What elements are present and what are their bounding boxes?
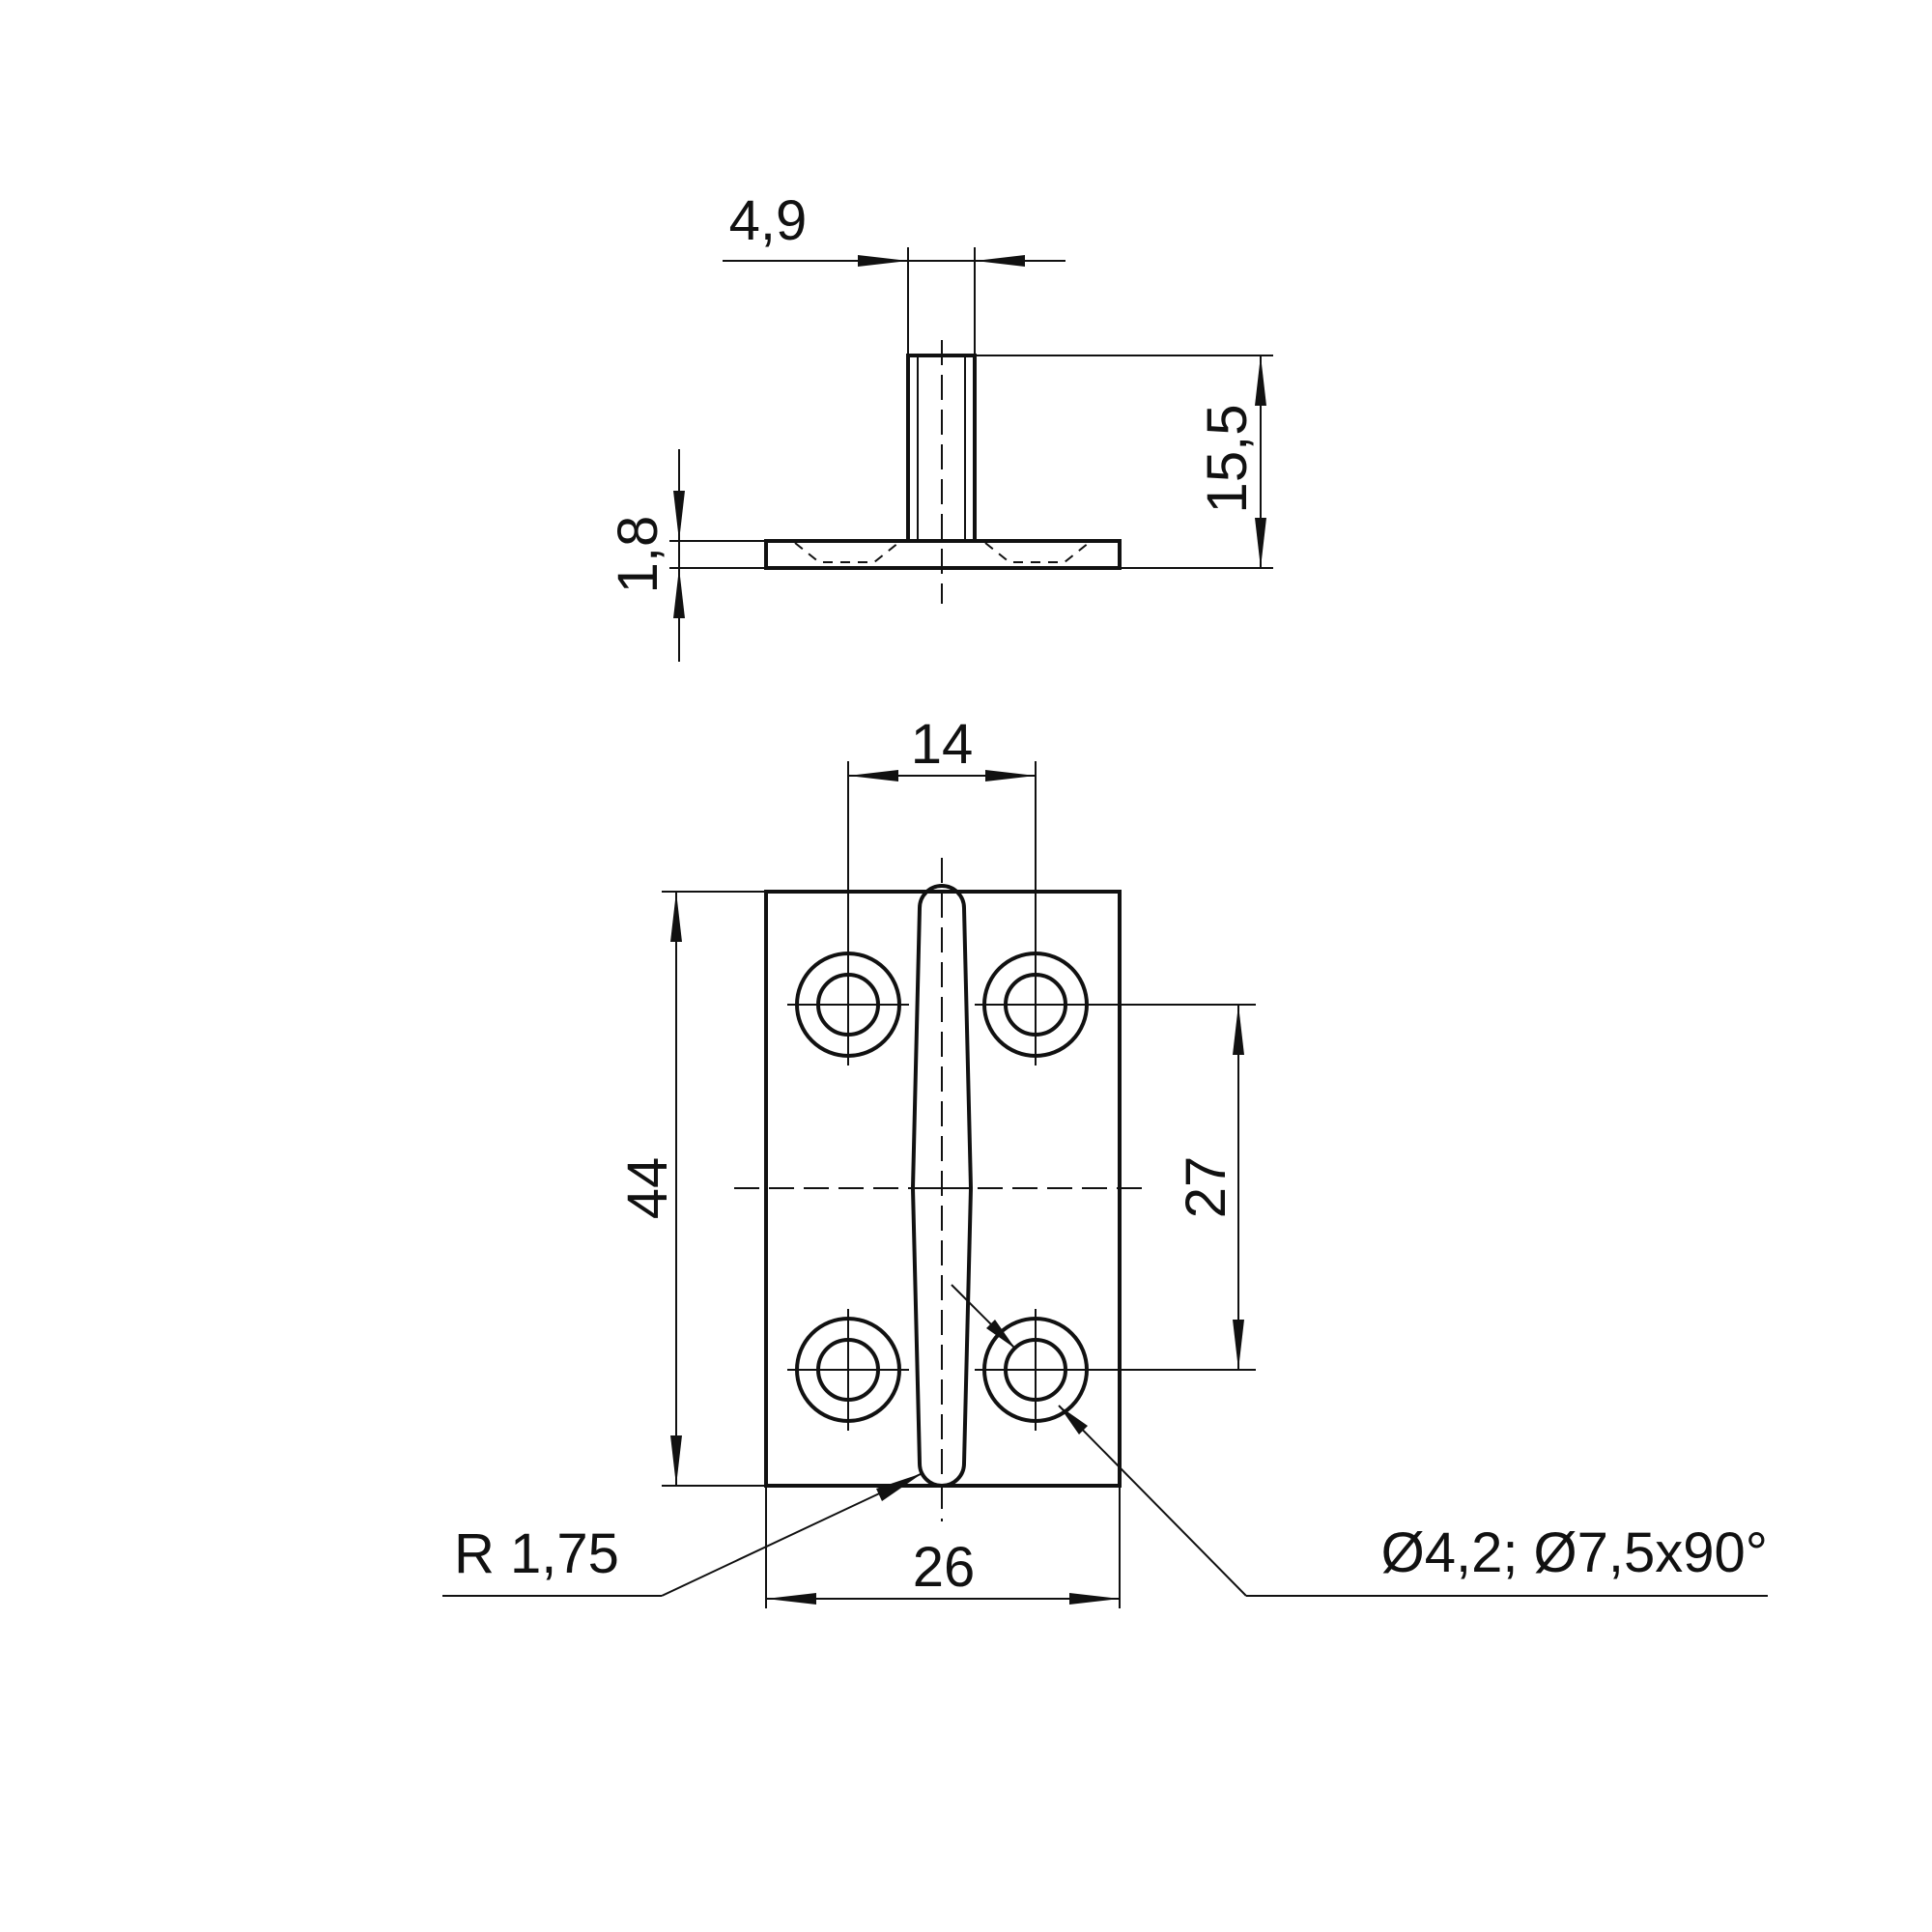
radius-label: R 1,75 bbox=[454, 1522, 619, 1585]
side-view: 4,9 15,5 1,8 bbox=[607, 189, 1273, 662]
dim-plate-thickness: 1,8 bbox=[607, 449, 766, 662]
hole-label: Ø4,2; Ø7,5x90° bbox=[1381, 1521, 1768, 1584]
dim-plate-width: 26 bbox=[765, 1486, 1121, 1608]
hole-top-right bbox=[975, 944, 1096, 1065]
stem-front-outline bbox=[910, 884, 974, 1488]
leader-hole: Ø4,2; Ø7,5x90° bbox=[951, 1284, 1768, 1597]
dim-stem-height: 15,5 bbox=[975, 355, 1273, 569]
hole-bottom-left bbox=[787, 1309, 909, 1431]
hidden-countersink-right bbox=[984, 542, 1090, 563]
dim-plate-height: 44 bbox=[616, 891, 766, 1487]
dim-plate-width-label: 26 bbox=[913, 1536, 976, 1599]
dim-hole-spacing-x: 14 bbox=[847, 713, 1037, 944]
dim-hole-spacing-y: 27 bbox=[1096, 1004, 1256, 1371]
dim-hole-spacing-x-label: 14 bbox=[911, 713, 974, 776]
hole-bottom-right bbox=[975, 1309, 1096, 1431]
dim-stem-width-label: 4,9 bbox=[729, 189, 808, 252]
hidden-countersink-left bbox=[794, 542, 899, 563]
dim-plate-thickness-label: 1,8 bbox=[607, 516, 669, 594]
hole-top-left bbox=[787, 944, 909, 1065]
front-view: 14 44 27 26 bbox=[442, 713, 1768, 1608]
dim-plate-height-label: 44 bbox=[616, 1157, 679, 1220]
dim-stem-height-label: 15,5 bbox=[1196, 405, 1259, 514]
dim-hole-spacing-y-label: 27 bbox=[1175, 1156, 1237, 1219]
leader-radius: R 1,75 bbox=[442, 1472, 923, 1597]
dim-stem-width: 4,9 bbox=[723, 189, 1065, 355]
